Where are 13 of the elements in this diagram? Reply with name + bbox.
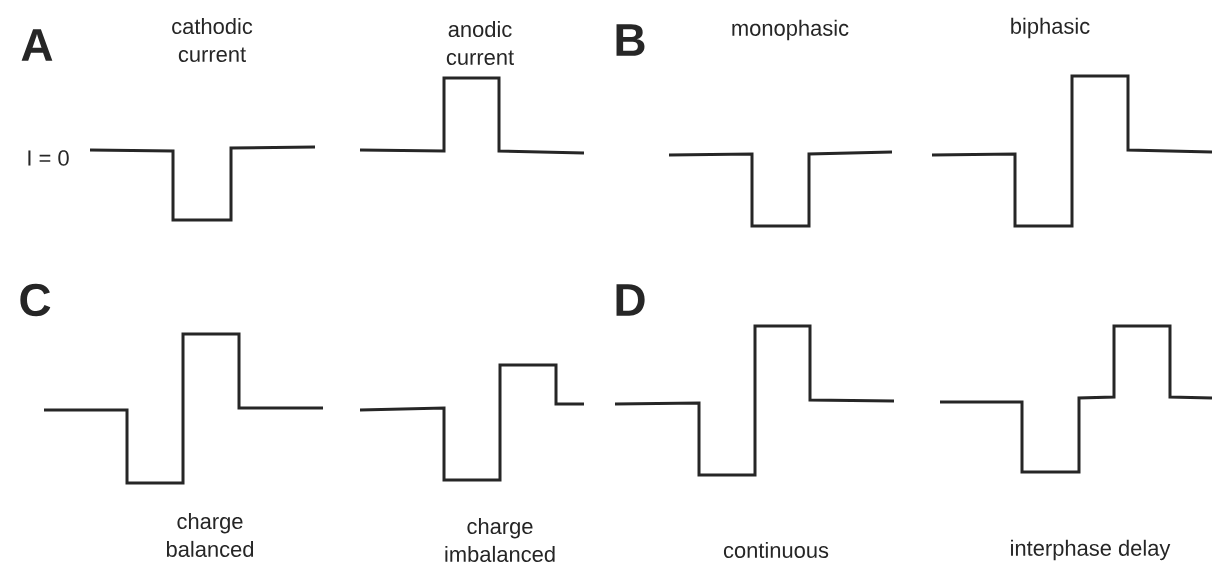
caption: charge imbalanced bbox=[445, 518, 555, 562]
caption: anodic current bbox=[446, 21, 514, 65]
caption: continuous bbox=[723, 541, 829, 559]
caption: biphasic bbox=[1011, 17, 1090, 39]
panel-letter: D bbox=[616, 284, 645, 316]
caption: cathodic current bbox=[172, 18, 253, 62]
panel-letter: B bbox=[616, 24, 645, 56]
caption: monophasic bbox=[732, 19, 849, 41]
caption: interphase delay bbox=[1011, 539, 1171, 561]
panel-letter: A bbox=[21, 29, 53, 61]
caption: I = 0 bbox=[28, 150, 69, 166]
caption: charge balanced bbox=[166, 513, 254, 557]
panel-letter: C bbox=[20, 283, 51, 317]
